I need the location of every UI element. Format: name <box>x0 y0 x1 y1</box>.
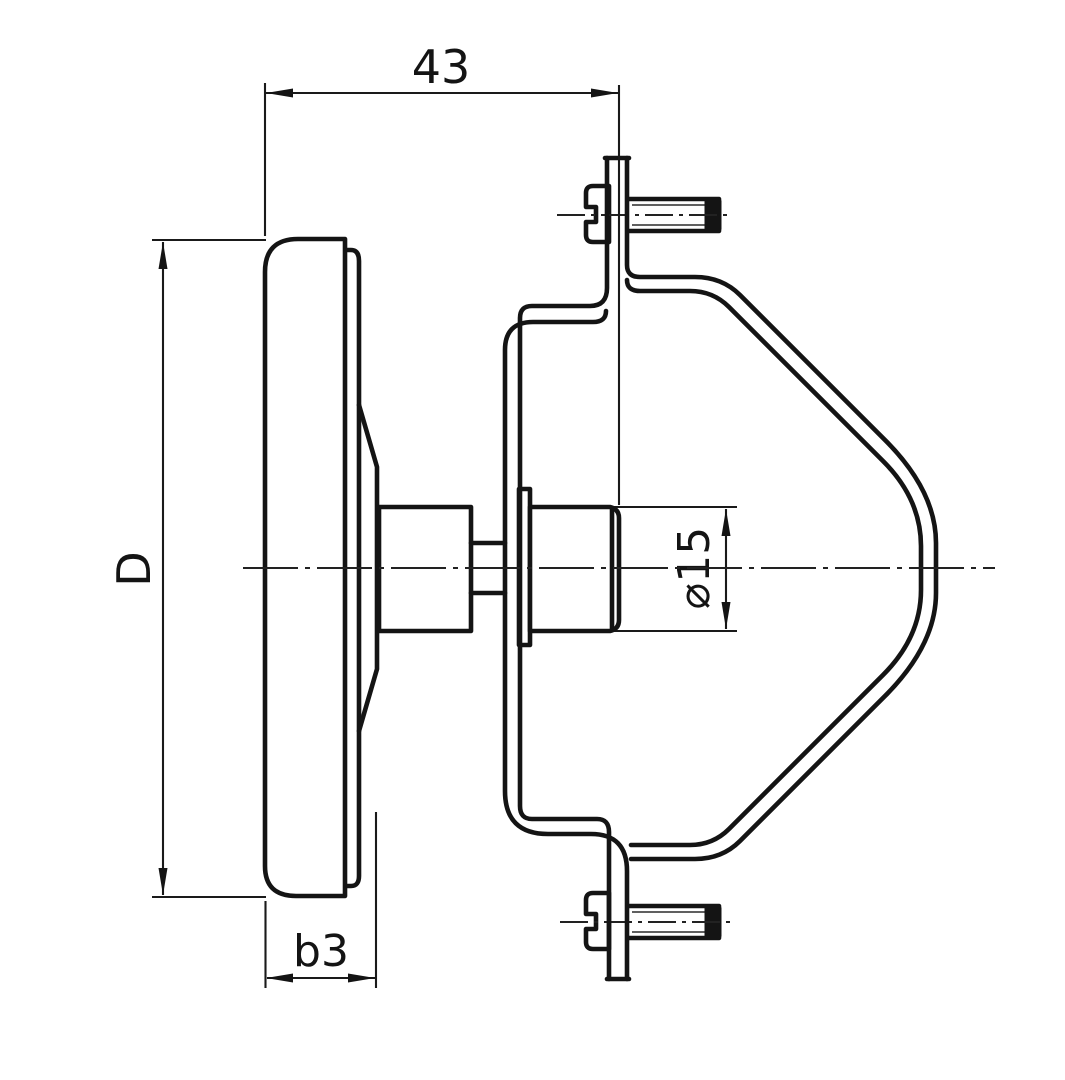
dia15-arrow-top <box>721 509 731 536</box>
dimD-label: D <box>107 551 161 586</box>
bottom-screw-shaft <box>626 903 722 941</box>
dimension-b3: b3 <box>264 812 378 988</box>
mounting-bracket <box>502 155 939 982</box>
dim43-arrow-left <box>266 88 293 98</box>
bracket-strap-inner-line <box>517 155 612 982</box>
top-screw-thread-lines <box>632 204 707 226</box>
dimension-D: D <box>107 238 266 899</box>
dimension-43: 43 <box>263 40 621 505</box>
process-connection <box>376 486 737 648</box>
bottom-screw <box>560 890 733 952</box>
dim43-label: 43 <box>412 40 471 94</box>
dimb3-arrow-right <box>348 973 375 983</box>
bracket-bow-inner <box>624 277 924 848</box>
top-screw <box>557 183 733 245</box>
dia15-arrow-bottom <box>721 602 731 629</box>
bracket-bow-outer <box>624 155 939 862</box>
top-screw-head <box>583 183 612 245</box>
dim43-arrow-right <box>591 88 618 98</box>
dimD-arrow-top <box>158 242 168 269</box>
dimD-arrow-bottom <box>158 868 168 895</box>
dimb3-label: b3 <box>293 926 349 977</box>
top-screw-shaft <box>626 196 722 234</box>
bracket-strap-outer-line <box>502 308 630 982</box>
dimb3-arrow-left <box>266 973 293 983</box>
bottom-screw-thread-lines <box>632 911 707 933</box>
